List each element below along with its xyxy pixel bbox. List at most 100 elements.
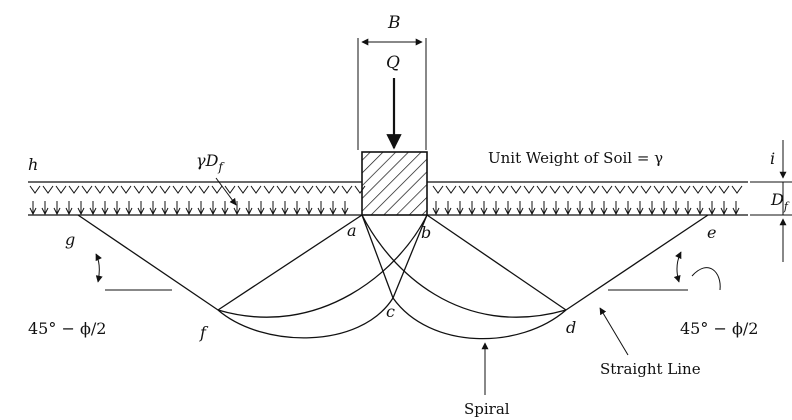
surcharge-arrowhead (29, 207, 37, 216)
surcharge-arrowhead (516, 207, 524, 216)
surcharge-arrowhead (492, 207, 500, 216)
surcharge-arrowhead (708, 207, 716, 216)
point-g-label: g (65, 230, 75, 249)
hatch-mark (341, 185, 353, 194)
surcharge-arrowhead (528, 207, 536, 216)
surcharge-arrowhead (432, 207, 440, 216)
surcharge-arrowhead (624, 207, 632, 216)
arc-a-d (361, 214, 567, 318)
hatch-mark (549, 185, 561, 194)
surcharge-arrowhead (245, 207, 253, 216)
surcharge-arrowhead (305, 207, 313, 216)
surface-hatching (29, 185, 743, 194)
surcharge-arrowhead (149, 207, 157, 216)
surcharge-arrowhead (540, 207, 548, 216)
hatch-mark (42, 185, 54, 194)
surcharge-arrowhead (588, 207, 596, 216)
failure-surface (77, 214, 709, 340)
surcharge-arrowhead (341, 207, 349, 216)
hatch-mark (588, 185, 600, 194)
straight-line-leader (599, 307, 629, 356)
surcharge-arrowhead (468, 207, 476, 216)
point-f-label: f (199, 323, 209, 342)
surcharge-arrowhead (281, 207, 289, 216)
line-b-c (392, 214, 428, 299)
i-label: i (770, 149, 775, 168)
surcharge-arrowhead (89, 207, 97, 216)
surcharge-arrowhead (480, 207, 488, 216)
point-c-label: c (386, 302, 395, 321)
spiral-left (217, 297, 394, 339)
hatch-mark (627, 185, 639, 194)
hatch-mark (731, 185, 743, 194)
hatch-mark (107, 185, 119, 194)
surcharge-arrowhead (552, 207, 560, 216)
hatch-mark (601, 185, 613, 194)
surface-label: h (28, 155, 38, 174)
spiral-label: Spiral (464, 400, 510, 418)
surcharge-arrowhead (293, 207, 301, 216)
surcharge-arrows (29, 201, 740, 216)
hatch-mark (497, 185, 509, 194)
hatch-mark (666, 185, 678, 194)
surcharge-arrowhead (101, 207, 109, 216)
hatch-mark (198, 185, 210, 194)
depth-label: Df (770, 190, 790, 213)
load-label: Q (386, 53, 400, 73)
angle-label-left: 45° − ϕ/2 (28, 319, 106, 338)
hatch-mark (328, 185, 340, 194)
hatch-mark (68, 185, 80, 194)
hatch-mark (263, 185, 275, 194)
hatch-mark (432, 185, 444, 194)
surcharge-arrowhead (257, 207, 265, 216)
hatch-mark (185, 185, 197, 194)
ground-surface (28, 181, 748, 194)
hatch-mark (510, 185, 522, 194)
hatch-mark (484, 185, 496, 194)
surcharge-arrowhead (173, 207, 181, 216)
surcharge-arrowhead (197, 207, 205, 216)
surcharge-arrowhead (444, 207, 452, 216)
overburden-label: γDf (196, 151, 225, 174)
surcharge-arrowhead (504, 207, 512, 216)
surcharge-arrowhead (41, 207, 49, 216)
hatch-mark (120, 185, 132, 194)
hatch-mark (237, 185, 249, 194)
surcharge-arrowhead (233, 207, 241, 216)
surcharge-arrowhead (612, 207, 620, 216)
point-b-label: b (421, 223, 431, 242)
hatch-mark (640, 185, 652, 194)
straight-line-label: Straight Line (600, 360, 701, 378)
angle-label-right: 45° − ϕ/2 (680, 319, 758, 338)
depth-dimension (750, 140, 792, 262)
hatch-mark (679, 185, 691, 194)
hatch-mark (471, 185, 483, 194)
line-b-d (426, 214, 567, 311)
hatch-mark (172, 185, 184, 194)
unit-weight-label: Unit Weight of Soil = γ (488, 149, 663, 167)
overburden-leader (215, 177, 237, 206)
hatch-mark (692, 185, 704, 194)
surcharge-arrowhead (329, 207, 337, 216)
hatch-mark (718, 185, 730, 194)
line-a-f (217, 214, 363, 311)
surcharge-arrowhead (696, 207, 704, 216)
surcharge-arrowhead (648, 207, 656, 216)
hatch-mark (562, 185, 574, 194)
surcharge-arrowhead (269, 207, 277, 216)
surcharge-arrowhead (600, 207, 608, 216)
hatch-mark (276, 185, 288, 194)
surcharge-arrowhead (113, 207, 121, 216)
hatch-mark (133, 185, 145, 194)
hatch-mark (159, 185, 171, 194)
surcharge-arrowhead (456, 207, 464, 216)
hatch-mark (29, 185, 41, 194)
hatch-mark (575, 185, 587, 194)
angle-marker-left (95, 253, 172, 291)
angle-marker-right (608, 251, 721, 291)
hatch-mark (705, 185, 717, 194)
surcharge-arrowhead (732, 207, 740, 216)
hatch-mark (250, 185, 262, 194)
